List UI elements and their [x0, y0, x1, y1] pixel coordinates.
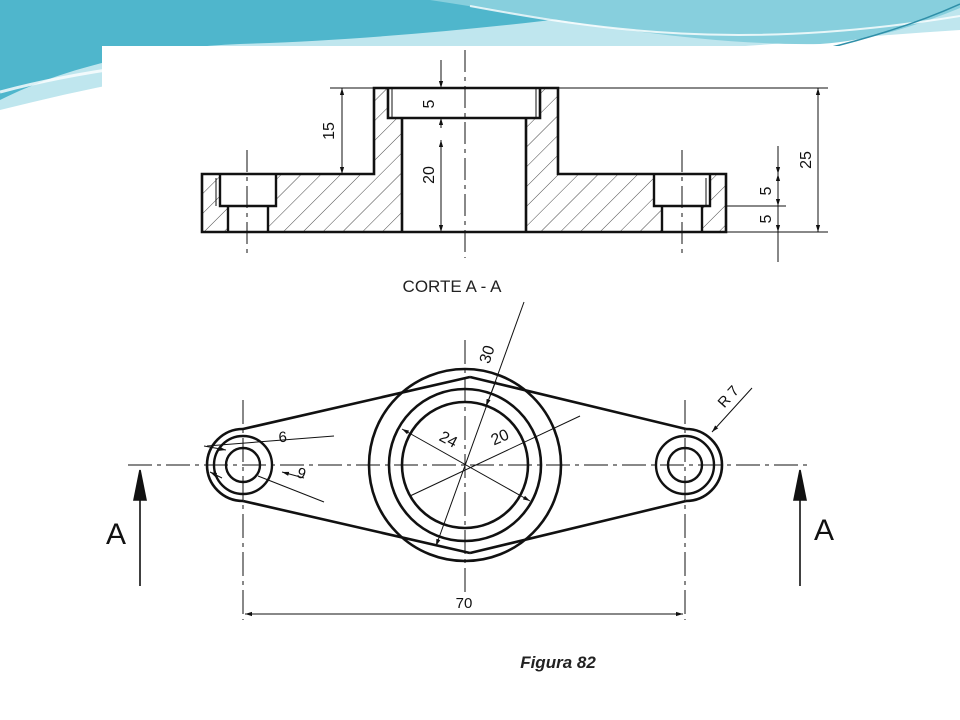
section-hatch	[202, 88, 726, 232]
body-outline	[242, 375, 687, 555]
dim-counterbore-depth: 5	[421, 99, 438, 108]
dim-bore-height: 20	[421, 166, 438, 184]
section-mark-right: A	[814, 514, 834, 547]
dim-diameter-inner: 20	[489, 426, 512, 449]
drawing-sheet	[102, 46, 842, 670]
dim-flange-lower: 5	[758, 214, 775, 223]
dim-center-distance: 70	[456, 595, 473, 612]
dim-end-radius: R 7	[715, 383, 743, 412]
left-hole-section	[218, 174, 278, 232]
dim-hole-small: 6	[278, 429, 288, 447]
central-bore	[386, 88, 542, 232]
plan-view	[128, 301, 810, 620]
dim-flange-upper: 5	[758, 186, 775, 195]
dim-boss-step: 15	[321, 122, 338, 140]
dim-total-height: 25	[798, 151, 815, 169]
dim-diameter-mid: 24	[436, 428, 460, 451]
section-outline	[200, 86, 728, 234]
section-mark-left: A	[106, 518, 126, 551]
section-view	[200, 50, 828, 262]
dim-diameter-outer: 30	[477, 343, 499, 365]
section-title: CORTE A - A	[403, 277, 503, 296]
section-arrow-left	[133, 469, 147, 586]
section-arrow-right	[793, 469, 807, 586]
dim-hole-counterbore: 9	[295, 464, 308, 483]
figure-caption: Figura 82	[520, 653, 596, 672]
plan-dimension-labels: 30 24 20 6 9 R 7 70 A A	[106, 343, 834, 612]
section-dimension-labels: 5 20 15 25 5 5	[321, 99, 815, 223]
